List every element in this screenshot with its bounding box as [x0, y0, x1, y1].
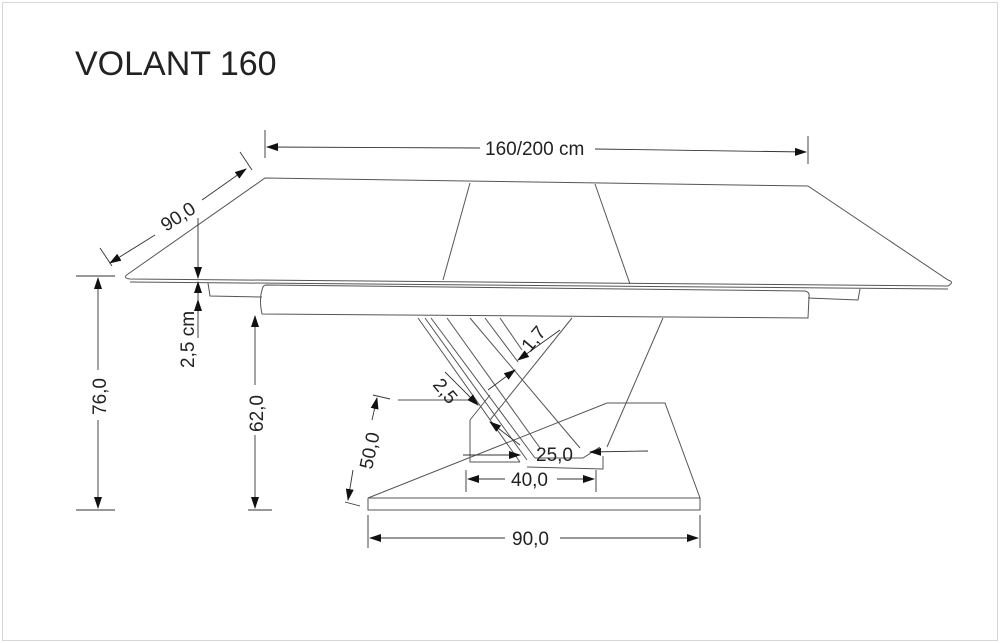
depth-label: 90,0 — [157, 198, 199, 236]
dimension-base-depth: 50,0 — [344, 394, 391, 507]
pedestal — [417, 317, 664, 470]
leg-base-outer-label: 40,0 — [511, 470, 548, 491]
apron-height-label: 62,0 — [247, 395, 268, 432]
base-depth-label: 50,0 — [356, 430, 384, 471]
table-apron — [207, 282, 861, 319]
dimension-length: 160/200 cm — [264, 130, 809, 164]
dimension-depth: 90,0 — [99, 151, 253, 267]
top-thickness-label: 2,5 cm — [178, 311, 199, 368]
total-height-label: 76,0 — [90, 378, 111, 415]
leg-width-2-label: 2,5 — [428, 375, 461, 409]
dimension-leg-base-outer: 40,0 — [465, 470, 597, 492]
dimension-leg-base-inner: 25,0 — [463, 445, 649, 466]
dimension-leg-width-2: 2,5 — [428, 371, 521, 446]
product-title: VOLANT 160 — [75, 45, 277, 83]
dimension-total-height: 76,0 — [76, 275, 115, 511]
dimension-top-thickness: 2,5 cm — [178, 218, 202, 368]
leg-base-inner-label: 25,0 — [536, 445, 573, 466]
dimension-leg-width-1: 1,7 — [487, 322, 561, 391]
base-plate — [367, 399, 701, 511]
base-width-label: 90,0 — [512, 529, 549, 550]
dimension-base-width: 90,0 — [367, 515, 701, 550]
table-top — [124, 177, 952, 290]
length-label: 160/200 cm — [485, 139, 584, 160]
dimension-apron-height: 62,0 — [247, 315, 272, 511]
